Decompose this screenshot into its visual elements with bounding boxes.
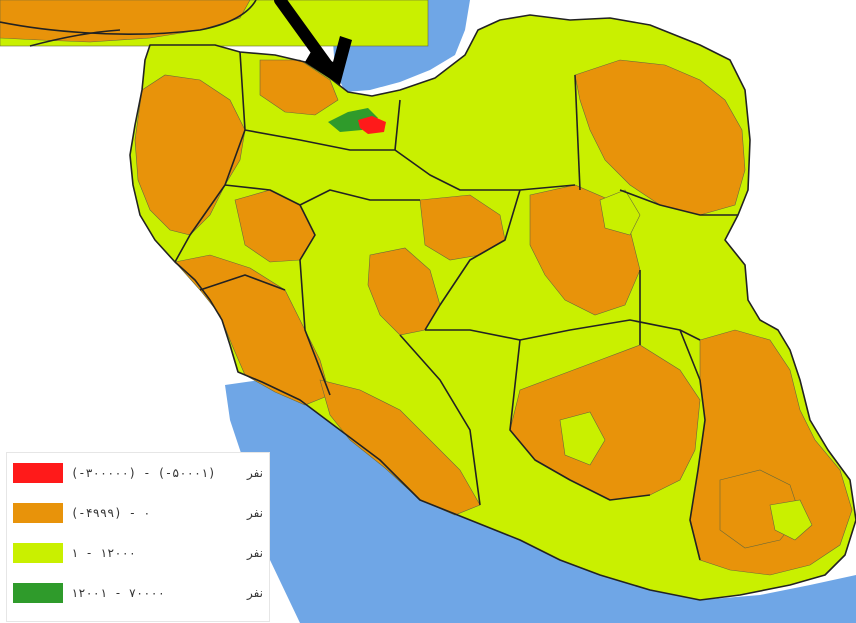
legend-swatch-light-green [13, 543, 63, 563]
legend-unit: نفر [246, 586, 263, 600]
arrow-head [305, 36, 352, 85]
inset-map [0, 0, 429, 47]
legend-range: ۱۲۰۰۱ - ۷۰۰۰۰ [71, 586, 165, 600]
region-red [358, 116, 386, 134]
legend-range: ۱ - ۱۲۰۰۰ [71, 546, 137, 560]
legend-item-dark-green: ۱۲۰۰۱ - ۷۰۰۰۰ نفر [13, 579, 263, 607]
legend-unit: نفر [246, 546, 263, 560]
legend-range: (-۴۹۹۹) - ۰ [71, 506, 151, 520]
region-light [769, 499, 813, 541]
persian-gulf [225, 380, 700, 623]
legend-item-light-green: ۱ - ۱۲۰۰۰ نفر [13, 539, 263, 567]
province-borders [129, 14, 856, 601]
legend-unit: نفر [246, 506, 263, 520]
inset-border [29, 29, 121, 47]
inset-border [0, 0, 257, 35]
legend-swatch-dark-green [13, 583, 63, 603]
legend: (-۳۰۰۰۰۰) - (-۵۰۰۰۱) نفر (-۴۹۹۹) - ۰ نفر… [6, 452, 270, 622]
legend-item-orange: (-۴۹۹۹) - ۰ نفر [13, 499, 263, 527]
legend-item-red: (-۳۰۰۰۰۰) - (-۵۰۰۰۱) نفر [13, 459, 263, 487]
legend-swatch-red [13, 463, 63, 483]
gulf-of-oman [700, 575, 856, 623]
legend-unit: نفر [246, 466, 263, 480]
region-light [599, 189, 641, 236]
region-orange [259, 59, 339, 116]
arrow-down-right-icon [274, 0, 352, 85]
region-orange [574, 59, 746, 216]
country-shape [129, 14, 856, 601]
legend-range: (-۳۰۰۰۰۰) - (-۵۰۰۰۱) [71, 466, 216, 480]
legend-swatch-orange [13, 503, 63, 523]
region-light [559, 411, 606, 466]
